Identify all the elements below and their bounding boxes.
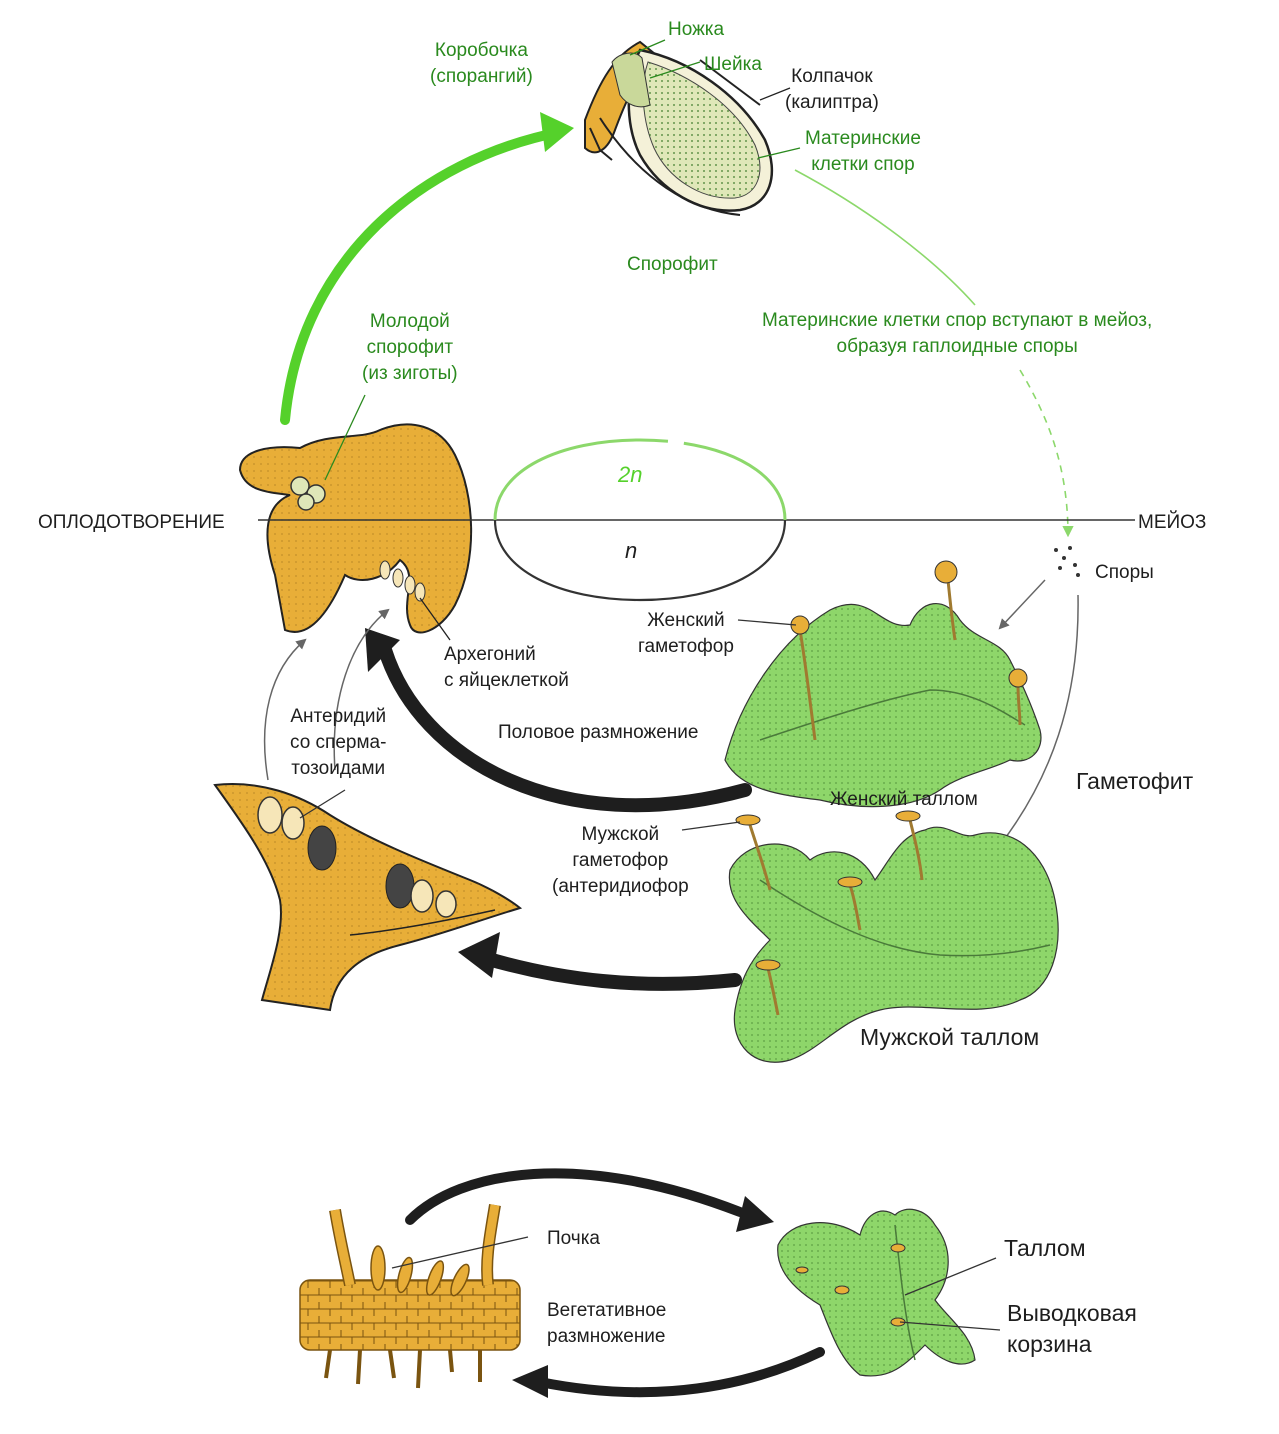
foot-label: Ножка [668, 17, 724, 43]
calyptra-label: Колпачок(калиптра) [785, 64, 879, 116]
meiosis-note: Материнские клетки спор вступают в мейоз… [762, 308, 1152, 360]
female-thallus-illustration [725, 561, 1041, 807]
vegetative-arrowhead-top [736, 1196, 774, 1232]
fertilization-label: ОПЛОДОТВОРЕНИЕ [38, 510, 225, 536]
male-to-antheridium-arrowhead [458, 932, 500, 978]
meiosis-label: МЕЙОЗ [1138, 510, 1206, 536]
neck-label: Шейка [704, 52, 762, 78]
archegoniophore-illustration [240, 395, 471, 640]
vegetative-arrowhead-bottom [512, 1365, 548, 1398]
haploid-arc [495, 520, 785, 600]
sexual-reproduction-label: Половое размножение [498, 720, 698, 746]
diploid-label: 2n [618, 460, 642, 490]
meiosis-dashed-arrow [1020, 370, 1068, 535]
spores-label: Споры [1095, 560, 1154, 586]
female-thallus-label: Женский таллом [830, 787, 978, 813]
spores-dots [1054, 546, 1080, 577]
antheridiophore-illustration [215, 784, 520, 1010]
gametophyte-title: Гаметофит [1076, 766, 1193, 797]
gemmae-tissue-illustration [300, 1205, 528, 1388]
male-to-antheridium-arrow [485, 958, 735, 984]
meiosis-leader-line [795, 170, 975, 305]
male-thallus-label: Мужской таллом [860, 1022, 1039, 1053]
spore-arrow-female [1000, 580, 1045, 628]
bud-label: Почка [547, 1226, 600, 1252]
green-arrowhead [540, 112, 574, 152]
vegetative-arrow-bottom [540, 1352, 820, 1392]
thallus-label: Таллом [1004, 1233, 1086, 1264]
vegetative-arrow-top [410, 1173, 740, 1220]
sporophyte-capsule-illustration [585, 40, 800, 215]
capsule-label: Коробочка(спорангий) [430, 38, 533, 90]
haploid-label: n [625, 536, 637, 566]
sporophyte-title: Спорофит [627, 252, 718, 278]
